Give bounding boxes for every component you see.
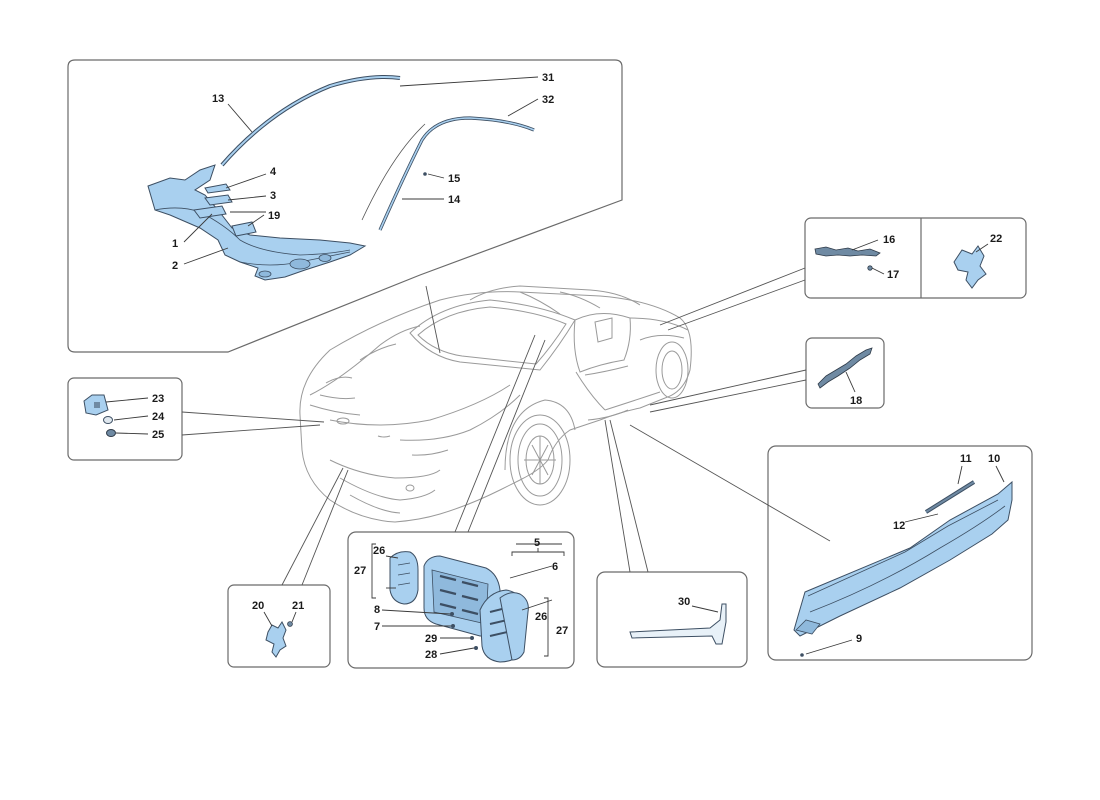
part-labels: 13 31 32 15 14 4 3 19 1 2 16 17 22 18 23… [152,72,1002,661]
gasket-4 [204,183,231,194]
shield-badge-22 [953,245,987,289]
sill-cover-10 [793,480,1013,637]
screw-7 [451,624,455,628]
screw-8 [450,612,454,616]
label-25: 25 [152,429,164,441]
screw-28 [474,646,478,650]
windscreen-panel [67,59,623,353]
label-16: 16 [883,234,895,246]
label-24: 24 [152,411,165,423]
side-script-panel [805,337,885,409]
gasket-3 [204,194,233,206]
vent-grille-26-left [389,551,419,605]
clip-17 [867,265,873,271]
label-11: 11 [960,453,972,465]
script-badge-panel [804,217,1027,299]
label-6: 6 [552,561,558,573]
label-22: 22 [990,233,1002,245]
label-13: 13 [212,93,224,105]
callout-lines [181,267,831,586]
screw-9 [800,653,804,657]
door-trim-30 [629,603,727,645]
door-trim-panel [596,571,748,668]
label-8: 8 [374,604,380,616]
label-26-left: 26 [373,545,385,557]
label-20: 20 [252,600,264,612]
badge-parts [83,394,116,437]
label-19: 19 [268,210,280,222]
bracket-marks [371,543,565,657]
label-7: 7 [374,621,380,633]
gasket-1 [193,205,227,219]
label-28: 28 [425,649,437,661]
label-10: 10 [988,453,1000,465]
label-26-right: 26 [535,611,547,623]
label-5: 5 [534,537,540,549]
label-23: 23 [152,393,164,405]
sill-parts [793,480,1013,657]
label-14: 14 [448,194,461,206]
label-9: 9 [856,633,862,645]
label-31: 31 [542,72,554,84]
label-18: 18 [850,395,862,407]
label-29: 29 [425,633,437,645]
side-vent-parts [389,551,529,663]
script-badge-parts [814,245,987,289]
clip-19 [231,221,257,237]
label-3: 3 [270,190,276,202]
label-27-left: 27 [354,565,366,577]
nut-25 [106,429,116,437]
pin-21 [287,621,293,627]
label-2: 2 [172,260,178,272]
label-4: 4 [270,166,277,178]
door-trim-parts [629,603,727,645]
clip-15 [423,172,427,176]
label-17: 17 [887,269,899,281]
label-32: 32 [542,94,554,106]
washer-24 [103,416,113,424]
label-15: 15 [448,173,460,185]
label-1: 1 [172,238,178,250]
label-30: 30 [678,596,690,608]
label-27-right: 27 [556,625,568,637]
script-18 [817,347,873,389]
side-script-parts [817,347,873,389]
screw-29 [470,636,474,640]
script-badge-16 [814,246,881,257]
front-emblem-parts [265,621,293,658]
car-outline [299,285,692,523]
leader-lines [105,76,1005,655]
prancing-horse-20 [265,621,287,658]
label-12: 12 [893,520,905,532]
vent-grille-26-right [499,592,529,661]
label-21: 21 [292,600,304,612]
